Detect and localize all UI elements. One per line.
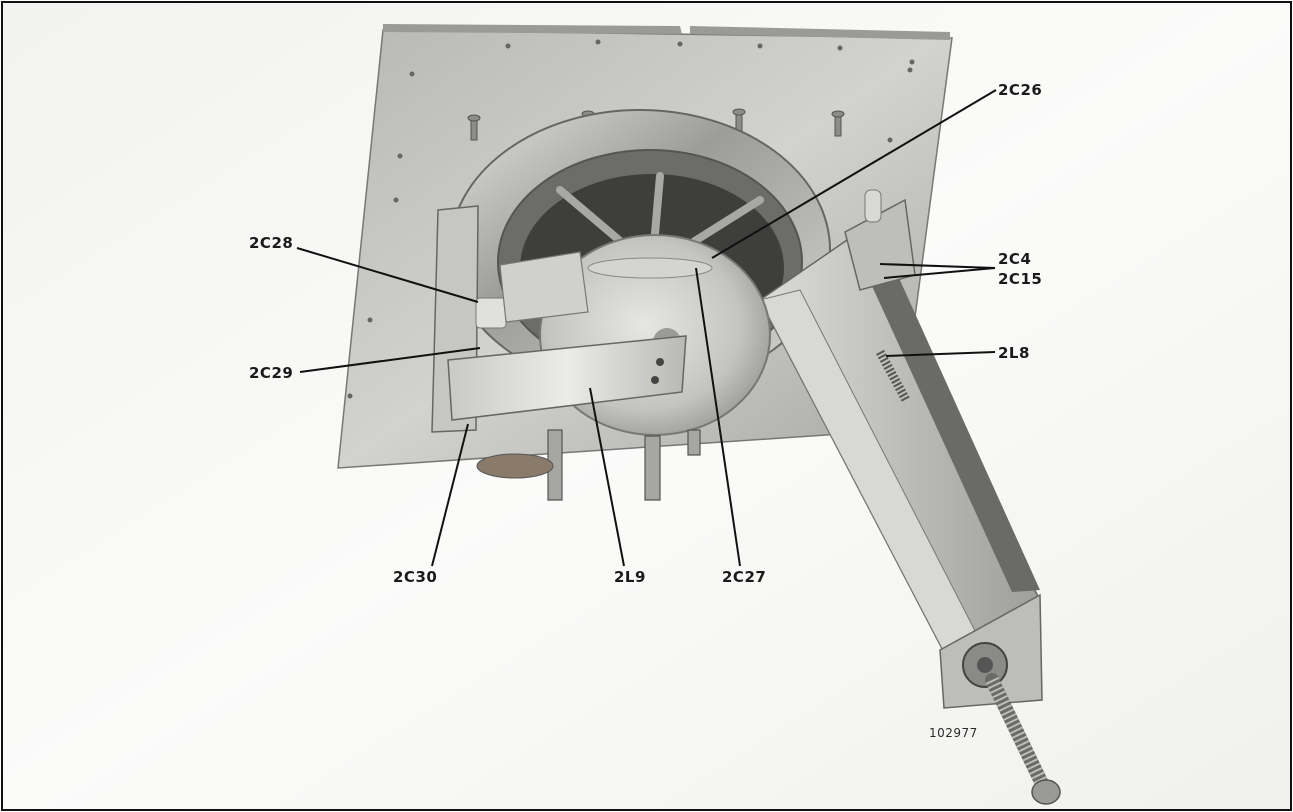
callout-2C4: 2C4 [998, 250, 1031, 268]
callout-2C29: 2C29 [249, 364, 293, 382]
callout-2C26: 2C26 [998, 81, 1042, 99]
mounting-plate-top-flange [383, 24, 682, 34]
callout-2L9: 2L9 [614, 568, 646, 586]
callout-2C27: 2C27 [722, 568, 766, 586]
horizontal-strap [447, 335, 687, 421]
strap-screw [656, 358, 664, 366]
contact-fingers [547, 429, 701, 501]
callout-2L8: 2L8 [998, 344, 1030, 362]
callout-2C15: 2C15 [998, 270, 1042, 288]
tuning-channel-inner [850, 236, 1040, 592]
callout-2C30: 2C30 [393, 568, 437, 586]
capacitor-2C28-body [475, 297, 507, 329]
coil-wrap [476, 453, 554, 479]
lead-screw-knob [1031, 779, 1061, 805]
leader-lines [296, 89, 997, 567]
bracket-post [864, 189, 882, 223]
plate-screws [347, 39, 915, 399]
rotor-disc-rim [587, 257, 713, 279]
mounting-plate-top-flange-right [690, 26, 950, 40]
callout-2C28: 2C28 [249, 234, 293, 252]
spring-coil [876, 349, 910, 403]
gear-hub [977, 657, 993, 673]
top-cross-bracket [499, 251, 589, 323]
strap-screw [651, 376, 659, 384]
serial-number: 102977 [929, 726, 978, 740]
lead-screw-threads [985, 676, 1052, 794]
